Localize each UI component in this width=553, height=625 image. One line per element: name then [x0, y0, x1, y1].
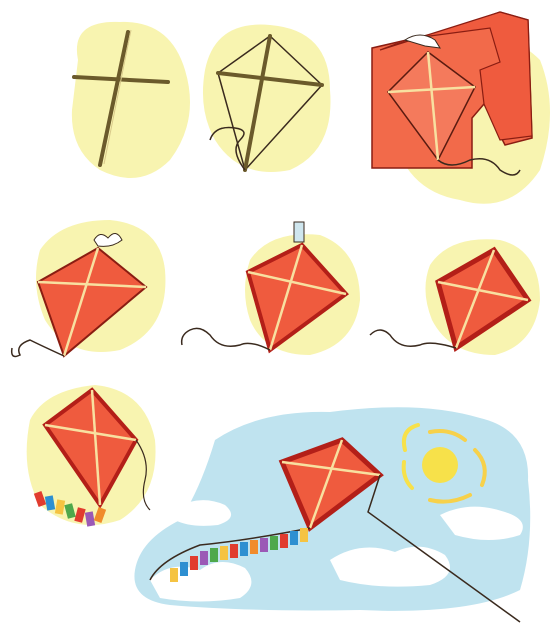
step-6-kite-finished-border — [370, 239, 540, 355]
step-8-kite-flying — [134, 407, 530, 622]
step-1-crossed-sticks — [72, 22, 190, 178]
step-2-string-frame — [203, 25, 331, 172]
step-3-kite-on-paper — [372, 12, 550, 204]
step-7-kite-with-tail — [27, 385, 156, 527]
step-4-kite-with-ties — [12, 220, 166, 356]
step-5-kite-gluing — [182, 222, 360, 355]
